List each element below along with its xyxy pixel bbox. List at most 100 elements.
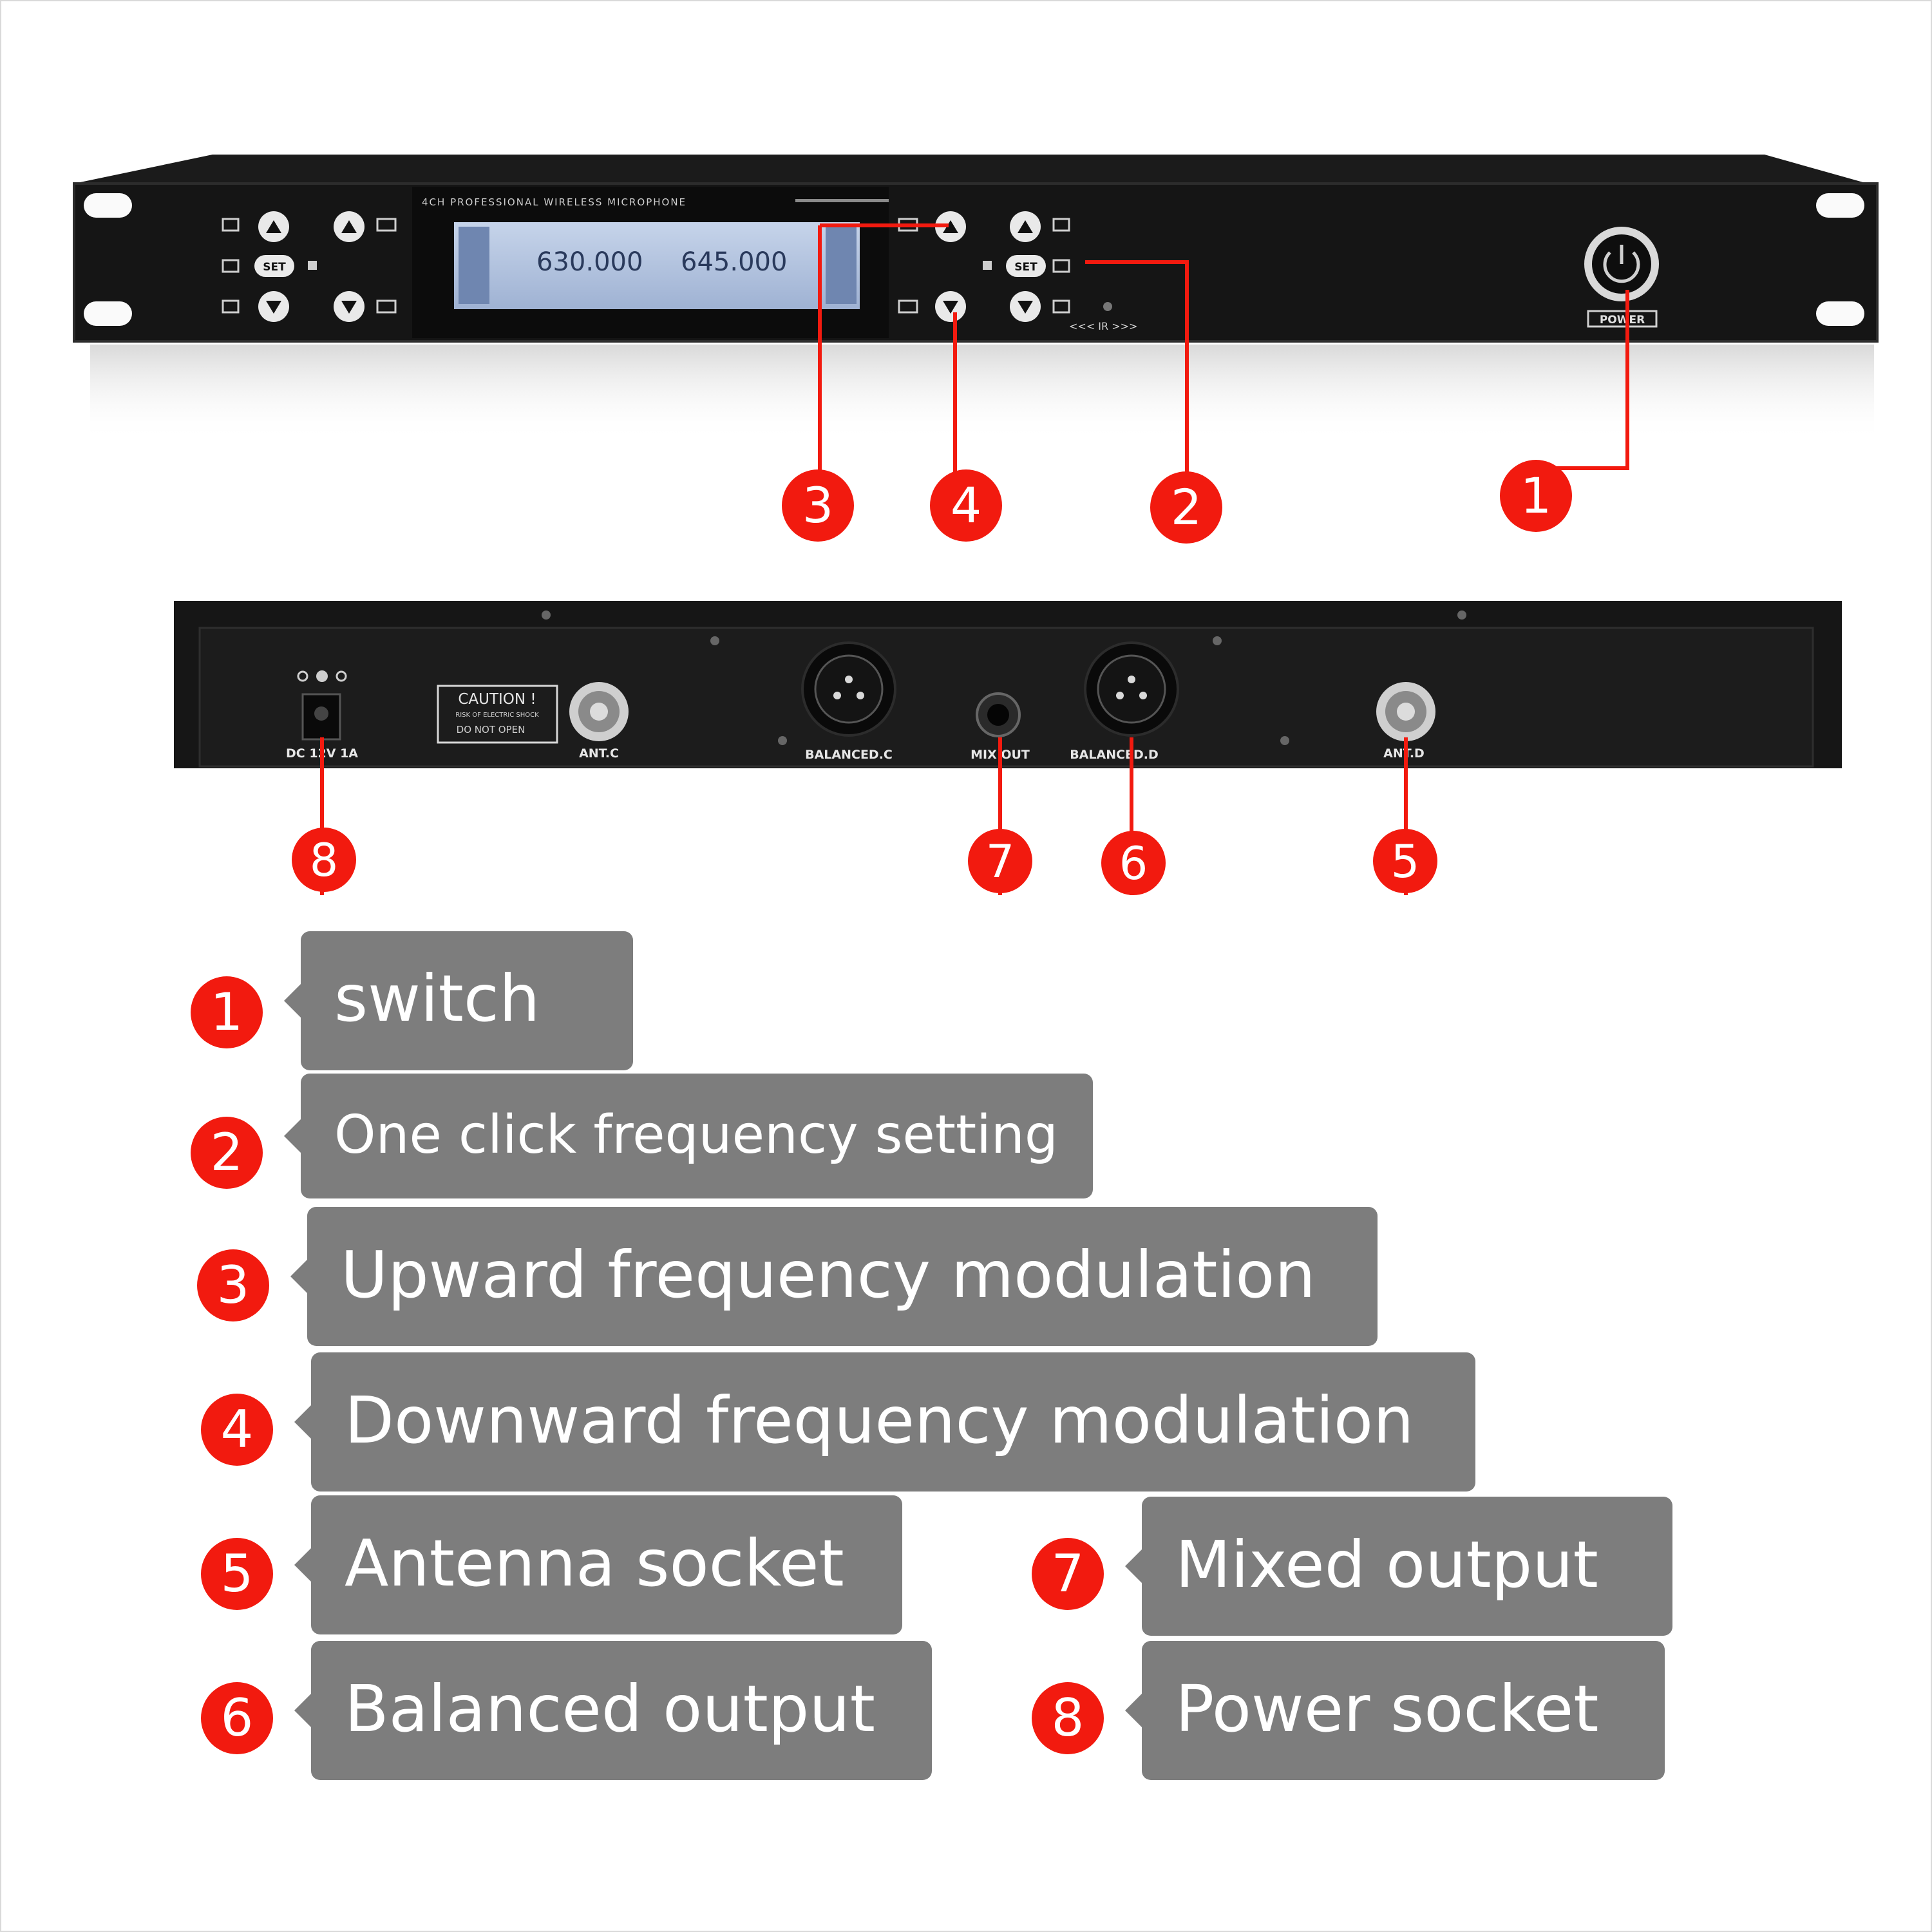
channel-indicator [376, 299, 397, 314]
triangle-down-icon [943, 301, 958, 314]
callout-badge-1 [1500, 460, 1572, 532]
right-button-cluster: SET <<< IR >>> [898, 211, 1137, 332]
xlr-pin [833, 692, 841, 699]
callout-badge-5 [1373, 829, 1437, 893]
front-faceplate [73, 182, 1879, 343]
front-panel: 4CH PROFESSIONAL WIRELESS MICROPHONE 630… [73, 155, 1879, 441]
legend-badge-3: 3 [197, 1249, 269, 1321]
legend-badge-4: 4 [201, 1394, 273, 1466]
legend-badge-2: 2 [191, 1117, 263, 1189]
channel-indicator [222, 259, 240, 273]
leader-2 [1085, 260, 1189, 489]
rack-slot [1816, 301, 1864, 326]
set-label-left: SET [263, 261, 286, 274]
channel-indicator [222, 218, 240, 232]
rack-slot [84, 193, 132, 218]
legend-badge-8: 8 [1032, 1682, 1104, 1754]
screw [778, 736, 787, 745]
leader-1 [1539, 290, 1629, 470]
polarity-icon [316, 670, 328, 682]
legend-label-8: Power socket [1125, 1641, 1665, 1780]
channel-indicator [1052, 299, 1070, 314]
callout-number-1: 1 [1520, 467, 1551, 524]
callout-badge-8 [292, 828, 356, 892]
front-reflection [90, 345, 1874, 441]
xlr-pin [845, 676, 853, 683]
dc-socket-pin [314, 706, 328, 721]
legend-badge-1: 1 [191, 976, 263, 1048]
legend-label-7: Mixed output [1125, 1497, 1672, 1636]
set-button-right[interactable] [1006, 255, 1046, 277]
callout-number-3: 3 [802, 477, 833, 534]
rear-panel: DC 12V 1A CAUTION ! RISK OF ELECTRIC SHO… [174, 601, 1842, 768]
xlr-pin [1139, 692, 1147, 699]
callout-number-2: 2 [1171, 478, 1202, 536]
xlr-output-d-ring [1097, 654, 1166, 724]
triangle-down-icon [341, 301, 357, 314]
legend-badge-5: 5 [201, 1538, 273, 1610]
callout-badge-2 [1150, 471, 1222, 544]
polarity-icon [336, 670, 347, 682]
title-rule [795, 199, 889, 202]
lcd-frequency-b: 645.000 [681, 247, 787, 277]
legend-label-5: Antenna socket [294, 1495, 902, 1634]
callout-badge-7 [968, 829, 1032, 893]
panel-title: 4CH PROFESSIONAL WIRELESS MICROPHONE [422, 196, 687, 208]
xlr-pin [1128, 676, 1135, 683]
rack-slot [1816, 193, 1864, 218]
set-button-left[interactable] [254, 255, 294, 277]
lock-icon [983, 261, 992, 270]
antenna-socket-d-pin [1397, 703, 1415, 721]
screw [1457, 611, 1466, 620]
mix-out-jack-hole [987, 704, 1009, 726]
callout-number-8: 8 [310, 834, 339, 887]
lcd-screen [454, 222, 860, 309]
legend-label-4: Downward frequency modulation [294, 1352, 1475, 1492]
legend-label-6: Balanced output [294, 1641, 932, 1780]
callout-badge-4 [930, 469, 1002, 542]
screw [1213, 636, 1222, 645]
xlr-output-c-ring [814, 654, 884, 724]
ant-c-label: ANT.C [579, 746, 619, 761]
channel-indicator [1052, 259, 1070, 273]
xlr-pin [857, 692, 864, 699]
balanced-d-label: BALANCED.D [1070, 748, 1159, 762]
triangle-down-icon [266, 301, 281, 314]
triangle-up-icon [266, 220, 281, 233]
screw [1280, 736, 1289, 745]
legend-badge-6: 6 [201, 1682, 273, 1754]
callout-badge-3 [782, 469, 854, 542]
callout-number-4: 4 [951, 477, 981, 534]
caution-sticker [437, 685, 558, 744]
callout-number-6: 6 [1119, 837, 1148, 890]
callout-number-7: 7 [986, 835, 1015, 888]
power-label-box [1587, 310, 1658, 328]
ir-sensor [1103, 302, 1112, 311]
lcd-frequency-a: 630.000 [536, 247, 643, 277]
triangle-down-icon [1018, 301, 1033, 314]
channel-indicator [222, 299, 240, 314]
callout-number-5: 5 [1391, 835, 1420, 888]
legend-badge-7: 7 [1032, 1538, 1104, 1610]
callout-badge-6 [1101, 831, 1166, 895]
antenna-socket-c-pin [590, 703, 608, 721]
screw [710, 636, 719, 645]
channel-indicator [376, 218, 397, 232]
legend-label-2: One click frequency setting [284, 1074, 1093, 1198]
screw [542, 611, 551, 620]
legend-label-1: switch [284, 931, 633, 1070]
ir-label: <<< IR >>> [1069, 320, 1137, 332]
left-button-cluster: SET [222, 211, 397, 322]
set-label-right: SET [1014, 261, 1037, 274]
power-icon [1603, 251, 1640, 283]
balanced-c-label: BALANCED.C [805, 748, 893, 762]
caution-line2: DO NOT OPEN [457, 724, 526, 735]
channel-indicator [898, 299, 918, 314]
callout-badges: 3 4 2 1 8 7 6 5 [292, 460, 1572, 895]
caution-line1: RISK OF ELECTRIC SHOCK [455, 712, 539, 719]
lcd-meter-right [826, 227, 857, 304]
xlr-pin [1116, 692, 1124, 699]
lock-icon [308, 261, 317, 270]
